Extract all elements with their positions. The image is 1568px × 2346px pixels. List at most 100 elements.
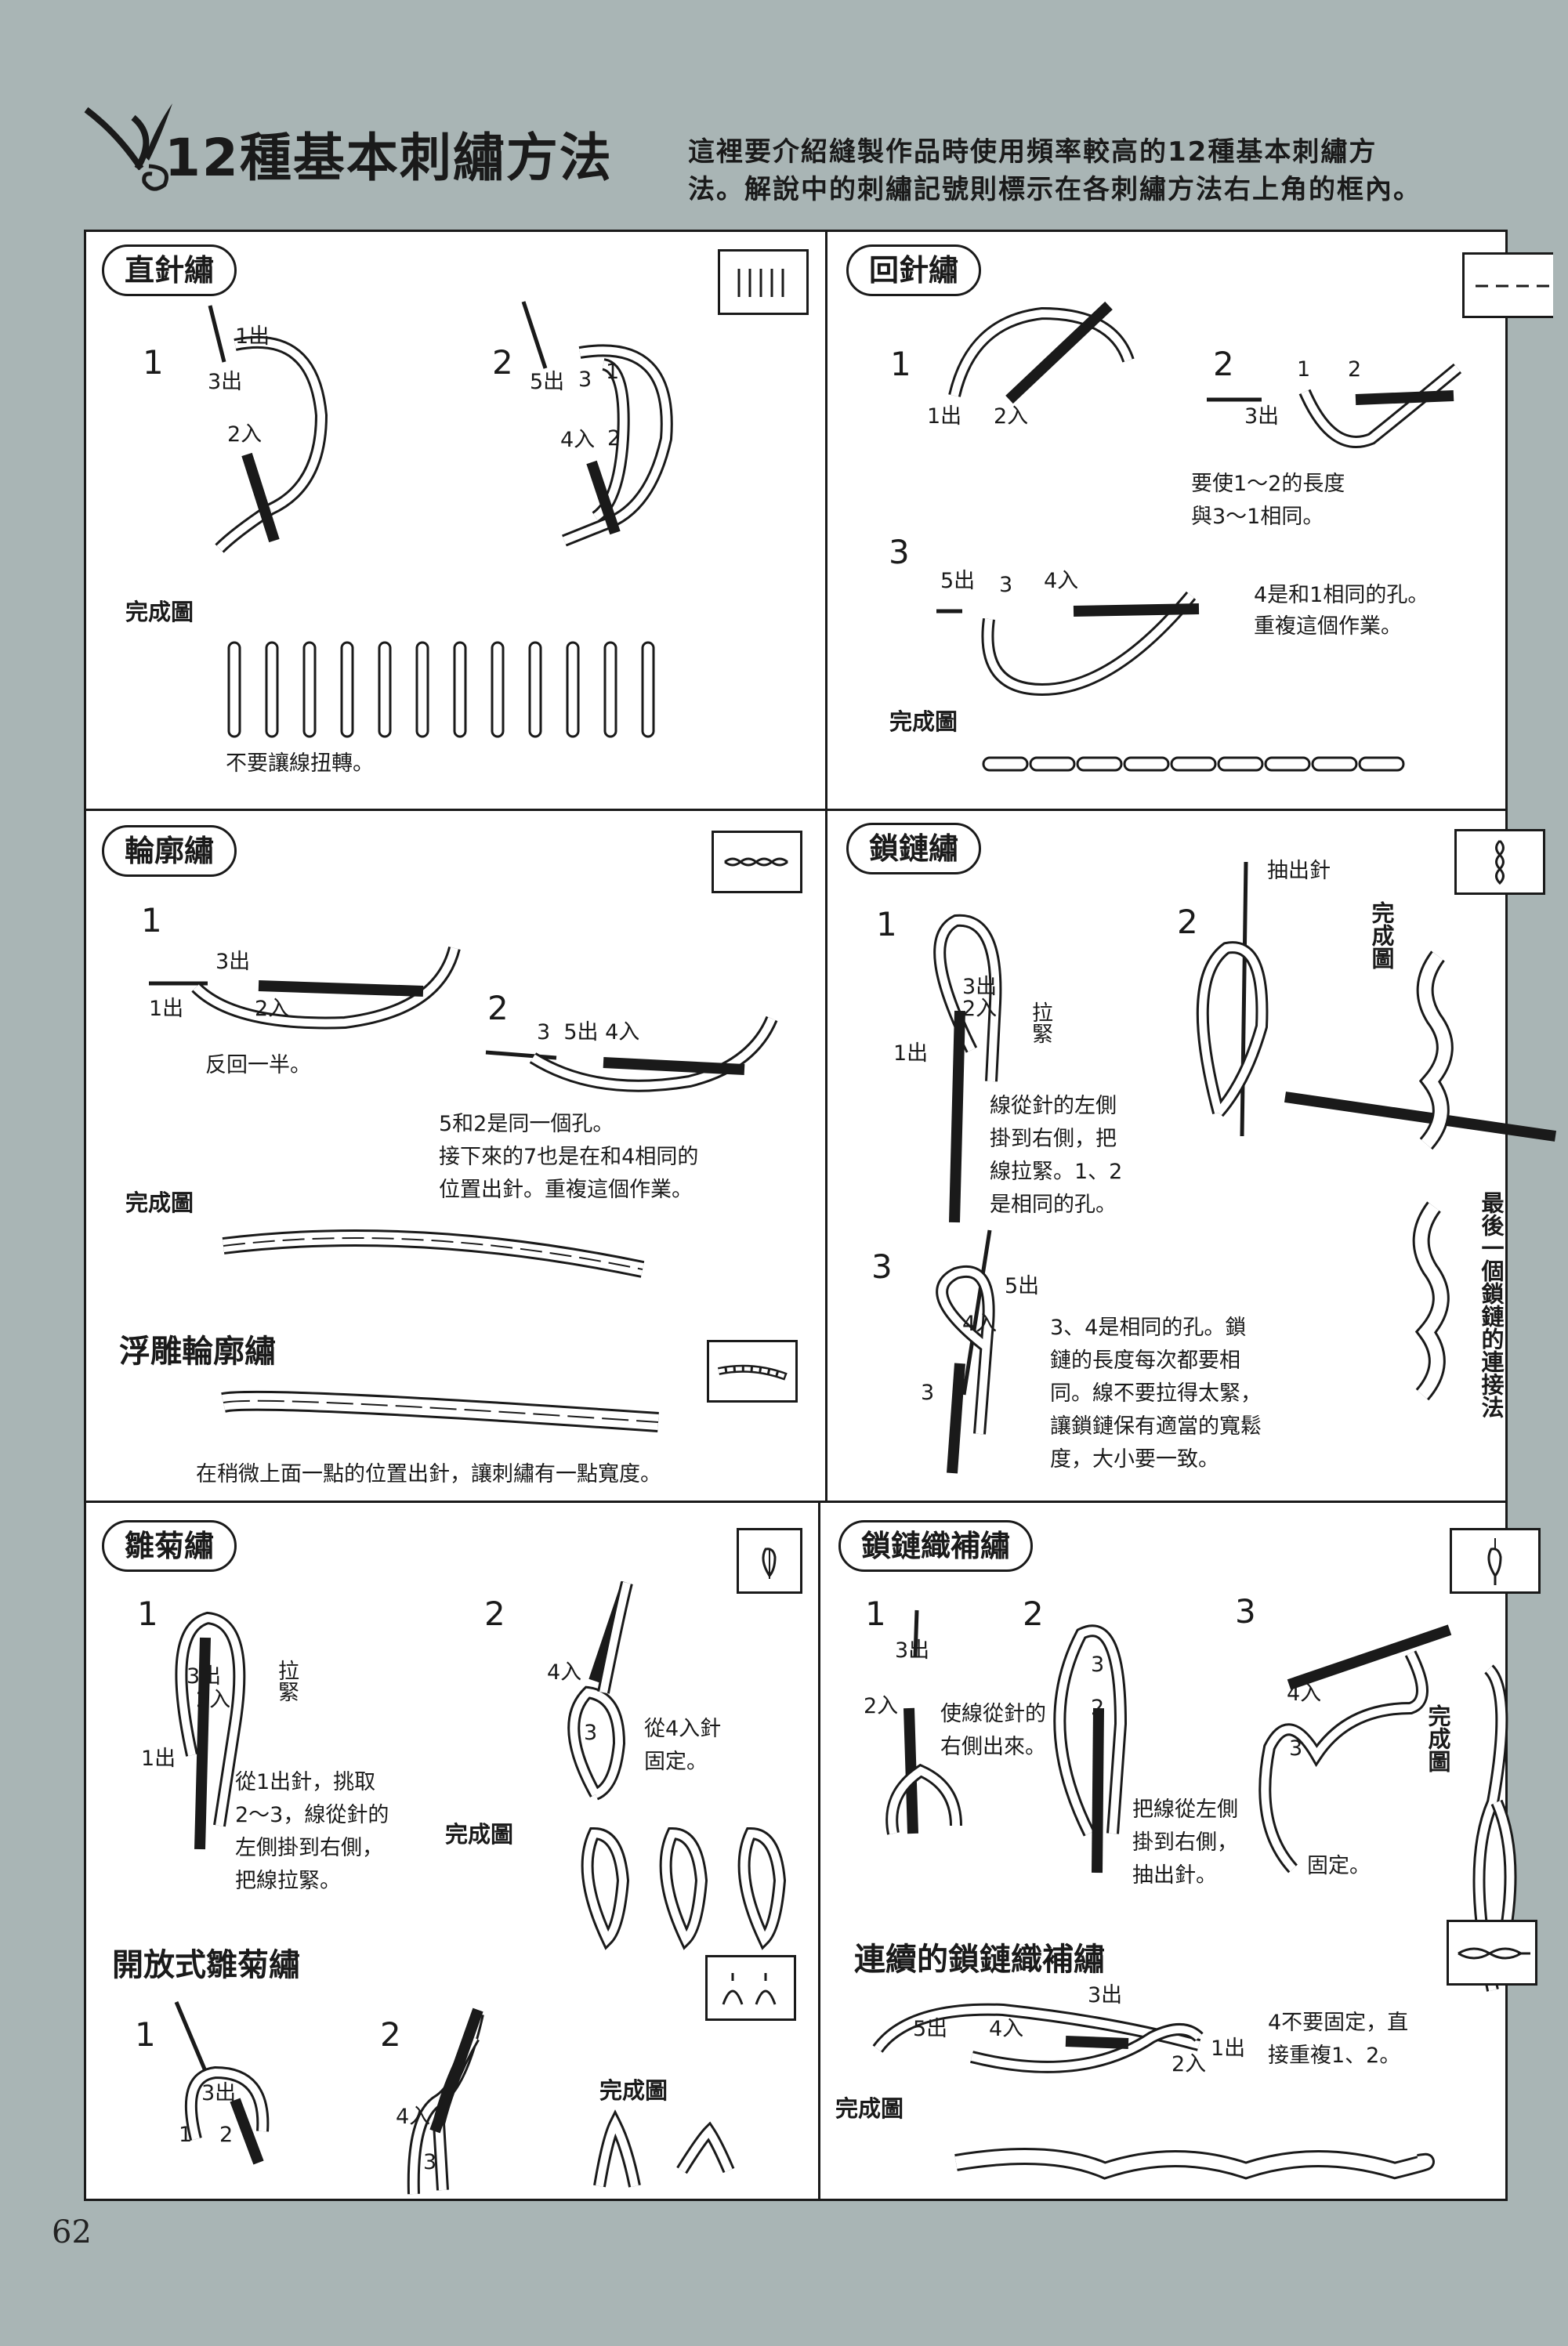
stitch-point-label: 5出 [530, 370, 565, 394]
step-number: 1 [141, 901, 162, 939]
stitch-point-label: 2入 [994, 404, 1029, 429]
section-title-straight-stitch: 直針繡 [102, 244, 237, 296]
result-label: 完成圖 [1425, 1704, 1451, 1772]
description-line: 這裡要介紹縫製作品時使用頻率較高的12種基本刺繡方 [688, 136, 1378, 168]
note-text: 右側出來。 [940, 1735, 1046, 1759]
description-line: 法。解說中的刺繡記號則標示在各刺繡方法右上角的框內。 [688, 174, 1421, 205]
stitch-point-label: 3 [999, 573, 1013, 597]
section-title-chain-tack: 鎖鏈織補繡 [838, 1520, 1034, 1572]
content-frame [84, 230, 1508, 2201]
stitch-point-label: 2 [607, 426, 621, 451]
step-number: 3 [1235, 1592, 1256, 1631]
stitch-point-label: 2入 [962, 997, 998, 1021]
step-number: 1 [865, 1595, 886, 1633]
note-text: 4是和1相同的孔。 [1254, 583, 1429, 607]
result-label: 完成圖 [835, 2095, 904, 2122]
step-number: 2 [492, 343, 513, 382]
stitch-point-label: 1 [606, 360, 620, 384]
stitch-point-label: 5出 [1005, 1274, 1040, 1298]
subsection-title-relief-outline: 浮雕輪廓繡 [119, 1334, 276, 1370]
pull-out-label: 抽出針 [1267, 859, 1331, 883]
result-label: 完成圖 [889, 708, 958, 735]
straight-stitch-symbol [718, 249, 809, 315]
note-text: 不要讓線扭轉。 [226, 751, 374, 776]
note-text: 5和2是同一個孔。 [439, 1112, 614, 1136]
continuous-chain-tack-symbol [1447, 1920, 1537, 1986]
step-number: 2 [484, 1595, 505, 1633]
step-number: 2 [380, 2015, 401, 2054]
outline-stitch-symbol [712, 831, 802, 893]
note-text: 線從針的左側 [990, 1094, 1117, 1118]
note-text: 是相同的孔。 [990, 1193, 1117, 1217]
note-text: 掛到右側， [1132, 1830, 1238, 1855]
stitch-point-label: 4入 [989, 2017, 1024, 2041]
note-text: 接下來的7也是在和4相同的 [439, 1145, 699, 1169]
section-title-chain-stitch: 鎖鏈繡 [846, 823, 982, 874]
step-number: 1 [890, 345, 911, 383]
tighten-label: 拉緊 [274, 1660, 299, 1702]
note-text: 抽出針。 [1132, 1863, 1217, 1888]
stitch-point-label: 5出 [913, 2017, 948, 2041]
column-divider [825, 230, 827, 1501]
note-text: 掛到右側，把 [990, 1127, 1117, 1151]
open-daisy-diagram [174, 2001, 735, 2195]
straight-stitch-result [227, 641, 655, 738]
note-text: 固定。 [1307, 1854, 1371, 1878]
result-label: 完成圖 [599, 2077, 668, 2104]
stitch-point-label: 2入 [196, 1688, 231, 1712]
subsection-title-open-daisy: 開放式雛菊繡 [112, 1947, 300, 1983]
step-number: 2 [1023, 1595, 1044, 1633]
note-text: 要使1～2的長度 [1191, 472, 1345, 496]
note-text: 4不要固定，直 [1268, 2011, 1409, 2035]
page-description: 這裡要介紹縫製作品時使用頻率較高的12種基本刺繡方 法。解說中的刺繡記號則標示在… [688, 133, 1550, 208]
step-number: 2 [1177, 903, 1198, 941]
back-stitch-diagram [936, 301, 1462, 697]
note-text: 度，大小要一致。 [1050, 1447, 1219, 1472]
section-title-back-stitch: 回針繡 [846, 244, 982, 296]
page-title: 12種基本刺繡方法 [165, 128, 613, 188]
stitch-point-label: 3出 [1244, 404, 1280, 429]
subsection-title-continuous-chain-tack: 連續的鎖鏈織補繡 [854, 1942, 1105, 1978]
step-number: 1 [135, 2015, 156, 2054]
stitch-point-label: 4入 [547, 1660, 582, 1685]
row-divider [84, 1501, 1508, 1503]
tighten-label: 拉緊 [1028, 1001, 1052, 1044]
step-number: 2 [487, 989, 509, 1027]
outline-stitch-diagram [149, 946, 778, 1432]
result-label: 完成圖 [445, 1821, 514, 1848]
note-text: 讓鎖鏈保有適當的寬鬆 [1050, 1414, 1262, 1439]
step-number: 3 [871, 1247, 893, 1286]
stitch-point-label: 5出 [940, 569, 976, 593]
stitch-point-label: 1 [1297, 357, 1311, 382]
column-divider [818, 1501, 820, 2201]
stitch-point-label: 2入 [864, 1694, 899, 1718]
row-divider [84, 809, 1508, 811]
stitch-point-label: 1出 [893, 1041, 929, 1066]
note-text: 3、4是相同的孔。鎖 [1050, 1316, 1247, 1340]
chain-stitch-diagram [933, 861, 1557, 1474]
stitch-point-label: 1出 [927, 404, 962, 429]
daisy-stitch-diagram [175, 1580, 633, 1850]
stitch-point-label: 1 [179, 2123, 193, 2147]
stitch-point-label: 3出 [201, 2081, 237, 2105]
step-number: 1 [876, 905, 897, 943]
stitch-point-label: 3 5出 4入 [537, 1020, 640, 1044]
stitch-point-label: 3出 [962, 975, 998, 999]
note-text: 左側掛到右側， [235, 1836, 383, 1860]
stitch-point-label: 3出 [895, 1638, 930, 1663]
note-text: 使線從針的 [940, 1702, 1046, 1726]
stitch-point-label: 2 [1348, 357, 1362, 382]
stitch-point-label: 1出 [149, 997, 184, 1021]
stitch-point-label: 3 [1289, 1736, 1303, 1761]
stitch-point-label: 3出 [215, 950, 251, 974]
note-text: 反回一半。 [205, 1053, 311, 1077]
stitch-point-label: 3 [578, 367, 592, 392]
step-number: 1 [137, 1595, 158, 1633]
page-number: 62 [52, 2214, 92, 2250]
chain-tack-diagram [885, 1609, 1517, 1992]
back-stitch-symbol [1462, 252, 1553, 318]
stitch-point-label: 4入 [1044, 569, 1079, 593]
stitch-point-label: 4入 [396, 2105, 431, 2129]
